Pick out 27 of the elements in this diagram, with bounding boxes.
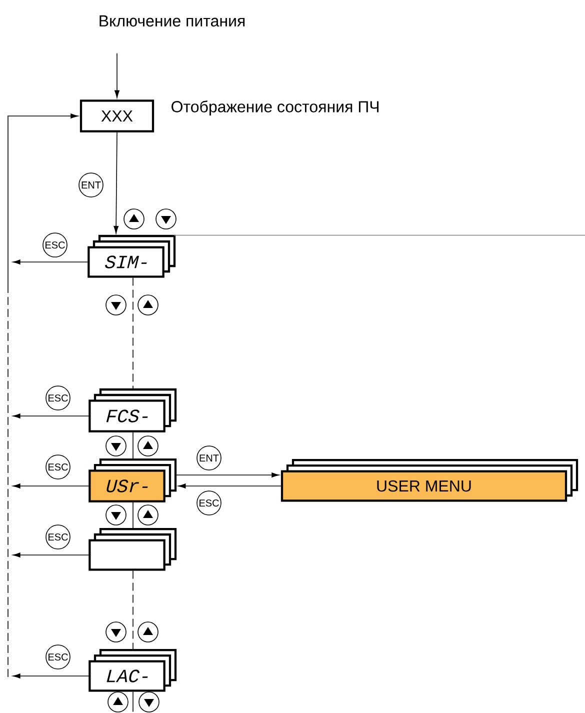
display-box: XXX (80, 100, 154, 132)
menu-stack: FCS- (88, 388, 177, 432)
caption-text: Отображение состояния ПЧ (172, 100, 378, 116)
key-label: ESC (46, 524, 70, 550)
arrow (176, 472, 280, 478)
arrow (114, 132, 119, 234)
arrow (12, 674, 89, 678)
menu-stack: USER MENU (280, 458, 578, 502)
arrow (178, 484, 282, 488)
menu-stack (88, 528, 177, 571)
key-label: ESC (196, 490, 222, 516)
key-label: ESC (46, 454, 70, 480)
heading-text: Включение питания (100, 15, 245, 27)
menu-stack: USr- (88, 458, 177, 502)
key-label: ENT (196, 446, 222, 470)
key-label: ESC (46, 386, 70, 410)
arrow (8, 114, 78, 286)
key-label: ESC (42, 232, 68, 258)
menu-stack: LAC- (88, 648, 177, 692)
arrow (12, 484, 89, 488)
key-label: ESC (46, 644, 70, 670)
arrow (12, 414, 89, 418)
arrow (12, 552, 89, 558)
arrow (12, 260, 88, 264)
arrow (114, 52, 120, 98)
key-label: ENT (78, 172, 104, 198)
menu-stack: SIM- (88, 234, 176, 278)
